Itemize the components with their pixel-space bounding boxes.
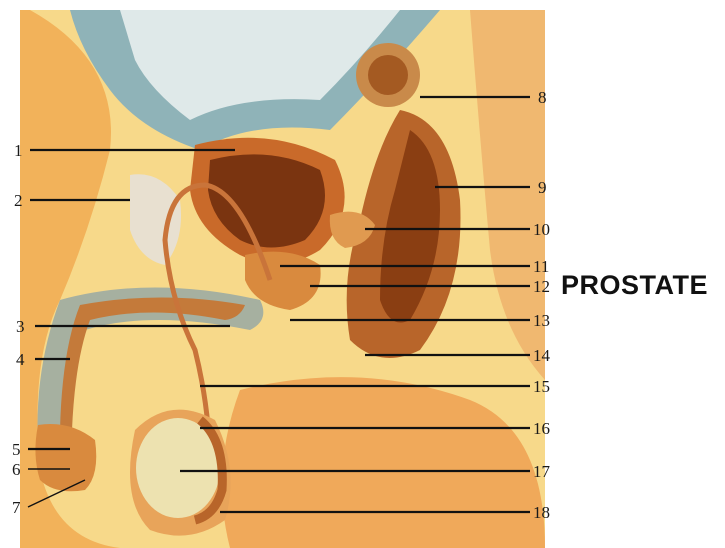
label-4: 4: [16, 350, 25, 369]
label-3: 3: [16, 317, 25, 336]
label-18: 18: [533, 503, 550, 522]
label-6: 6: [12, 460, 21, 479]
label-13: 13: [533, 311, 550, 330]
label-9: 9: [538, 178, 547, 197]
label-12: 12: [533, 277, 550, 296]
label-16: 16: [533, 419, 550, 438]
label-17: 17: [533, 462, 551, 481]
label-10: 10: [533, 220, 550, 239]
colon-lumen: [368, 55, 408, 95]
label-15: 15: [533, 377, 550, 396]
label-14: 14: [533, 346, 551, 365]
label-2: 2: [14, 191, 23, 210]
label-1: 1: [14, 141, 23, 160]
label-11: 11: [533, 257, 549, 276]
label-7: 7: [12, 498, 21, 517]
label-5: 5: [12, 440, 21, 459]
label-8: 8: [538, 88, 547, 107]
prostate-callout: PROSTATE: [561, 270, 708, 301]
